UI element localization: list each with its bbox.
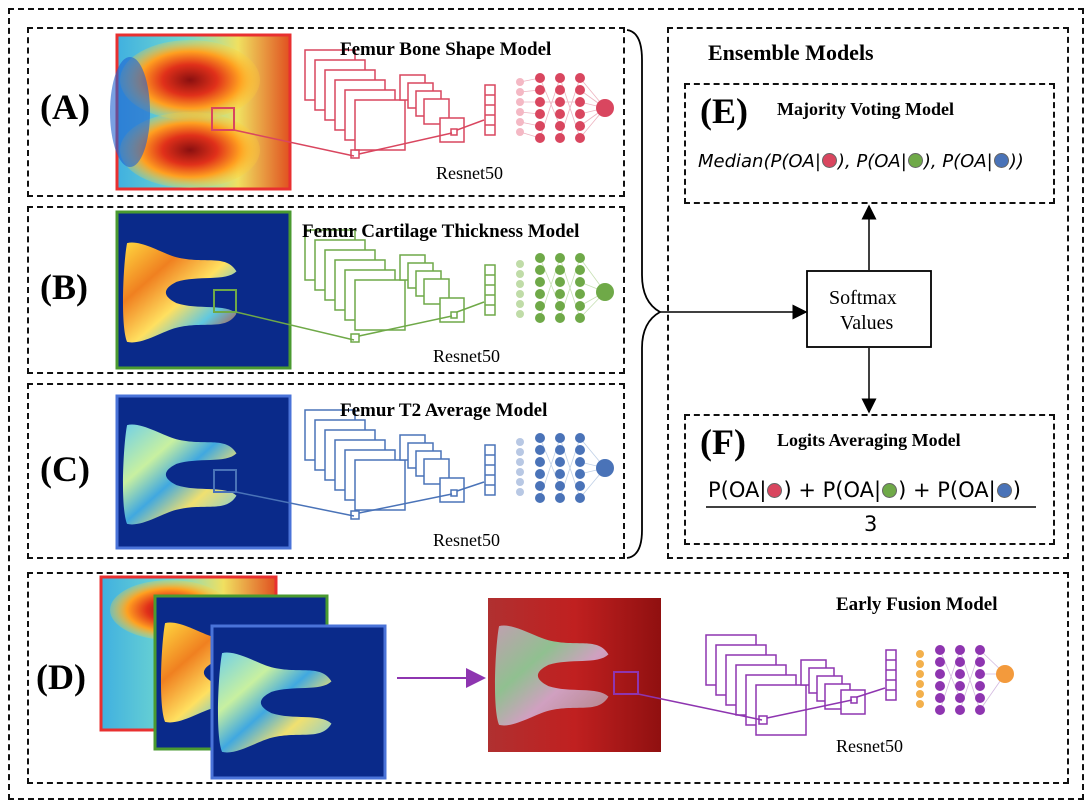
label-c: (C) (40, 449, 90, 489)
resnet-diagram-a (233, 49, 496, 159)
blue-dot-icon (993, 153, 1009, 168)
title-early-fusion: Early Fusion Model (836, 594, 998, 615)
resnet-diagram-b (235, 229, 496, 343)
resnet-label-c: Resnet50 (433, 530, 500, 550)
resnet-diagram-d (637, 634, 897, 736)
green-dot-icon (907, 153, 923, 168)
logits-averaging-title: Logits Averaging Model (777, 430, 961, 450)
median-sep-2: ), P(OA| (923, 151, 993, 172)
bone-shape-image (110, 33, 292, 191)
frac-plus-2: ) + (898, 478, 938, 502)
median-prefix: Median(P(OA| (698, 151, 821, 172)
ensemble-box (667, 27, 1069, 559)
median-close: )) (1009, 151, 1024, 172)
panel-b-box (27, 206, 625, 374)
title-cartilage-model: Femur Cartilage Thickness Model (302, 221, 580, 242)
neural-net-c (516, 433, 614, 503)
softmax-line-1: Softmax (829, 287, 897, 309)
resnet-diagram-c (235, 409, 496, 520)
neural-net-a (516, 73, 614, 143)
frac-close: ) (1012, 478, 1021, 502)
median-formula: Median(P(OA| ), P(OA| ), P(OA|)) (698, 151, 1024, 172)
panel-f-box (684, 414, 1055, 545)
red-dot-icon (821, 153, 837, 168)
majority-voting-title: Majority Voting Model (777, 99, 954, 119)
green-dot-icon (882, 483, 898, 498)
neural-net-d (916, 645, 1014, 715)
title-t2-model: Femur T2 Average Model (340, 400, 548, 421)
t2-average-image (115, 394, 292, 550)
cartilage-thickness-image (115, 210, 292, 370)
frac-p-2: P(OA| (822, 478, 882, 502)
resnet-label-b: Resnet50 (433, 346, 500, 366)
frac-plus-1: ) + (783, 478, 823, 502)
ensemble-title: Ensemble Models (708, 40, 874, 65)
softmax-line-2: Values (840, 312, 894, 334)
curly-brace (626, 29, 662, 559)
logits-denominator: 3 (864, 512, 878, 536)
logits-numerator: P(OA|) + P(OA|) + P(OA|) (708, 478, 1021, 502)
panel-a-box (27, 27, 625, 197)
label-e: (E) (700, 91, 748, 131)
label-d: (D) (36, 657, 86, 697)
frac-p-3: P(OA| (937, 478, 996, 502)
blue-dot-icon (996, 483, 1012, 498)
red-dot-icon (767, 483, 783, 498)
label-a: (A) (40, 87, 90, 127)
frac-p-1: P(OA| (708, 478, 767, 502)
softmax-box (806, 270, 932, 348)
median-sep-1: ), P(OA| (837, 151, 907, 172)
fusion-image (488, 598, 661, 752)
neural-net-b (516, 253, 614, 323)
panel-d-box (27, 572, 1069, 784)
label-f: (F) (700, 422, 746, 462)
stacked-input-images (99, 575, 387, 780)
panel-e-box (684, 83, 1055, 204)
resnet-label-d: Resnet50 (836, 736, 903, 756)
title-bone-model: Femur Bone Shape Model (340, 39, 552, 60)
label-b: (B) (40, 267, 88, 307)
outer-frame (8, 8, 1084, 800)
panel-c-box (27, 383, 625, 559)
resnet-label-a: Resnet50 (436, 163, 503, 183)
